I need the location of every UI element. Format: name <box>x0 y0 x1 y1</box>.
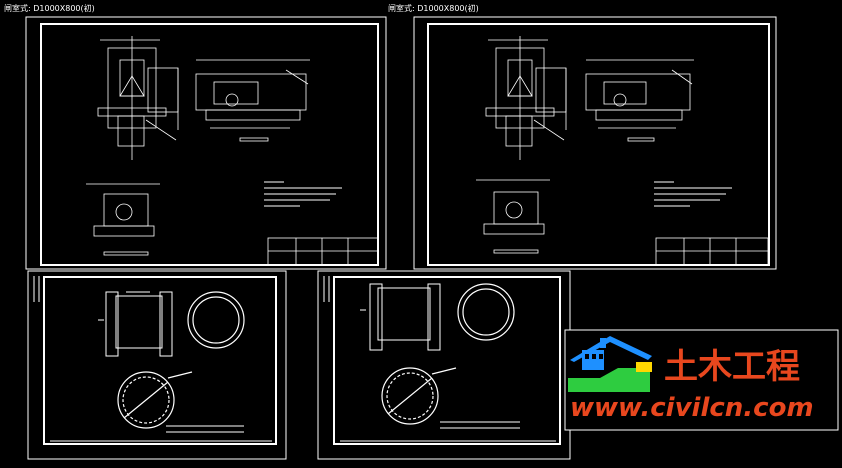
notes-block-2 <box>654 181 732 207</box>
caption-left: 闸室式: D1000X800(初) <box>4 3 95 13</box>
caption-right: 闸室式: D1000X800(初) <box>388 3 479 13</box>
footer-notes-4 <box>340 421 556 442</box>
watermark-url: www.civilcn.com <box>570 393 814 423</box>
elevation-view-2 <box>485 36 567 160</box>
drawing-sheet-2 <box>413 16 777 270</box>
cylinder-elevation-3 <box>98 291 173 357</box>
notes-block-1 <box>264 181 342 207</box>
ring-plan-4b <box>381 367 457 425</box>
ring-plan-3b <box>117 371 193 429</box>
drawing-sheet-3 <box>27 270 287 460</box>
ring-plan-3a <box>187 291 245 349</box>
section-view-1 <box>195 59 310 142</box>
cylinder-elevation-4 <box>360 283 441 351</box>
footer-notes-3 <box>50 425 272 442</box>
drawing-sheet-4 <box>317 270 571 460</box>
drawing-sheet-1 <box>25 16 387 270</box>
section-view-2 <box>585 59 694 142</box>
watermark-logo: 土木工程 www.civilcn.com <box>564 329 839 431</box>
title-block-1 <box>267 237 379 266</box>
plan-view-2 <box>476 179 550 254</box>
watermark-brand-cn: 土木工程 <box>664 347 800 387</box>
title-block-2 <box>655 237 769 266</box>
house-icon <box>568 336 652 392</box>
elevation-view-1 <box>97 36 179 160</box>
ring-plan-4a <box>457 283 515 341</box>
plan-view-1 <box>86 183 160 256</box>
